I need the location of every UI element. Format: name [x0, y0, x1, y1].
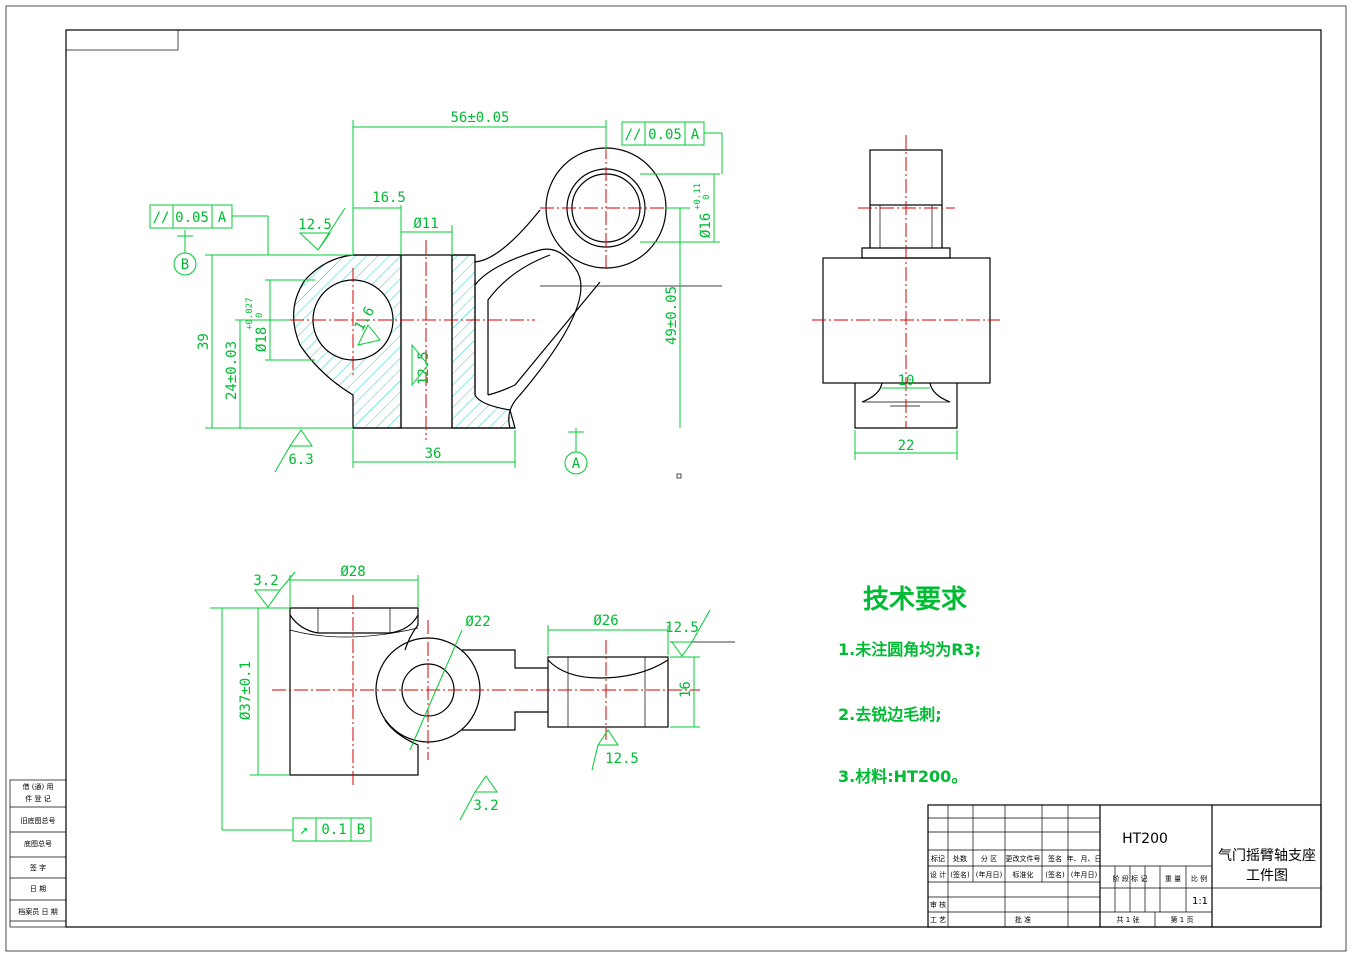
tol2-ref: A — [691, 127, 700, 143]
tb-date2: (年月日) — [1071, 870, 1098, 879]
dim-36: 36 — [425, 446, 442, 462]
side-label: 日 期 — [30, 885, 46, 893]
dim-d16-up: +0.11 — [693, 183, 703, 210]
side-label: 件 登 记 — [25, 794, 50, 803]
note-1: 1.未注圆角均为R3; — [838, 640, 981, 659]
tb-approve: 批 准 — [1015, 915, 1031, 924]
dim-16-5: 16.5 — [372, 190, 406, 206]
dim-56: 56±0.05 — [450, 110, 509, 126]
dim-d22c: Ø22 — [465, 614, 490, 630]
dim-39: 39 — [196, 333, 212, 350]
rough-6-3: 6.3 — [288, 452, 313, 468]
rough-3-2b: 3.2 — [473, 798, 498, 814]
front-dimensions: 56±0.05 16.5 Ø11 Ø16 +0.11 0 49±0.05 39 … — [149, 110, 723, 479]
dim-24: 24±0.03 — [224, 341, 240, 400]
rough-12-5a: 12.5 — [298, 217, 332, 233]
dim-d18-lo: 0 — [255, 313, 265, 318]
tb-docno: 更改文件号 — [1006, 854, 1041, 863]
notes-title: 技术要求 — [863, 585, 967, 615]
front-view — [290, 145, 722, 440]
tb-mark: 标记 — [931, 854, 945, 863]
top-dimensions: Ø28 Ø22 Ø26 16 12.5 12.5 Ø37±0.1 3.2 3.2… — [210, 564, 735, 842]
dim-16: 16 — [678, 681, 694, 698]
rough-12-5c: 12.5 — [665, 620, 699, 636]
dim-49: 49±0.05 — [664, 286, 680, 345]
tb-count: 处数 — [953, 854, 967, 863]
note-3: 3.材料:HT200。 — [838, 767, 967, 786]
tb-sheet: 第 1 页 — [1171, 915, 1194, 924]
title-block: 标记 处数 分 区 更改文件号 签名 年、月、日 设 计 (签名) (年月日) … — [927, 804, 1322, 928]
side-label: 借 (通) 用 — [23, 782, 54, 791]
tb-date: 年、月、日 — [1067, 854, 1102, 863]
dim-d11: Ø11 — [413, 216, 438, 232]
dim-d18: Ø18 — [254, 327, 270, 352]
tol1-sym: // — [153, 210, 170, 226]
tb-scale: 1:1 — [1192, 896, 1208, 907]
dim-d16: Ø16 — [698, 213, 714, 238]
side-label: 旧底图总号 — [21, 816, 56, 825]
tb-sign2: (签名) — [1045, 870, 1065, 879]
dim-d18-up: +0.027 — [245, 297, 255, 330]
dim-d26: Ø26 — [593, 613, 618, 629]
tb-material: HT200 — [1122, 831, 1168, 847]
tb-zone: 分 区 — [981, 854, 997, 863]
dim-d28: Ø28 — [340, 564, 365, 580]
tol3-sym: ↗ — [300, 822, 308, 838]
tol3-val: 0.1 — [321, 822, 346, 838]
side-label: 签 字 — [30, 863, 46, 872]
tb-name1: 气门摇臂轴支座 — [1218, 848, 1316, 864]
dim-d16-lo: 0 — [702, 195, 712, 200]
datum-b: B — [181, 257, 189, 273]
top-view — [272, 595, 700, 785]
dim-d37: Ø37±0.1 — [238, 661, 254, 720]
tb-sheets: 共 1 张 — [1117, 915, 1140, 924]
tb-weight: 重 量 — [1165, 875, 1181, 883]
rough-12-5b: 12.5 — [416, 351, 432, 385]
dim-10: 10 — [898, 373, 915, 389]
tol2-sym: // — [625, 127, 642, 143]
note-2: 2.去锐边毛刺; — [838, 705, 942, 724]
tb-date1: (年月日) — [976, 870, 1003, 879]
tb-design: 设 计 — [930, 870, 946, 879]
tech-notes: 技术要求 1.未注圆角均为R3; 2.去锐边毛刺; 3.材料:HT200。 — [838, 585, 981, 786]
tol1-ref: A — [218, 210, 227, 226]
tb-review: 审 核 — [930, 900, 946, 909]
datum-a: A — [572, 456, 581, 472]
tb-stage: 阶 段 标 记 — [1113, 874, 1148, 883]
tb-process: 工 艺 — [930, 916, 946, 924]
dim-22: 22 — [898, 438, 915, 454]
inner-border — [65, 29, 1322, 928]
side-table: 借 (通) 用 件 登 记 旧底图总号 底图总号 签 字 日 期 档案员 日 期 — [9, 779, 67, 928]
side-label: 档案员 日 期 — [18, 907, 57, 916]
rough-3-2a: 3.2 — [253, 573, 278, 589]
tb-name2: 工件图 — [1246, 868, 1288, 884]
rough-12-5d: 12.5 — [605, 751, 639, 767]
tol2-val: 0.05 — [648, 127, 682, 143]
tb-ratio: 比 例 — [1191, 874, 1207, 883]
tb-sign: 签名 — [1048, 854, 1062, 863]
tol3-ref: B — [357, 822, 365, 838]
outer-border — [5, 5, 1347, 952]
side-label: 底图总号 — [24, 839, 52, 848]
corner-box — [65, 29, 179, 51]
tb-sign1: (签名) — [950, 870, 970, 879]
side-view: 10 22 — [812, 135, 1000, 460]
tol1-val: 0.05 — [175, 210, 209, 226]
tb-std: 标准化 — [1013, 870, 1034, 879]
